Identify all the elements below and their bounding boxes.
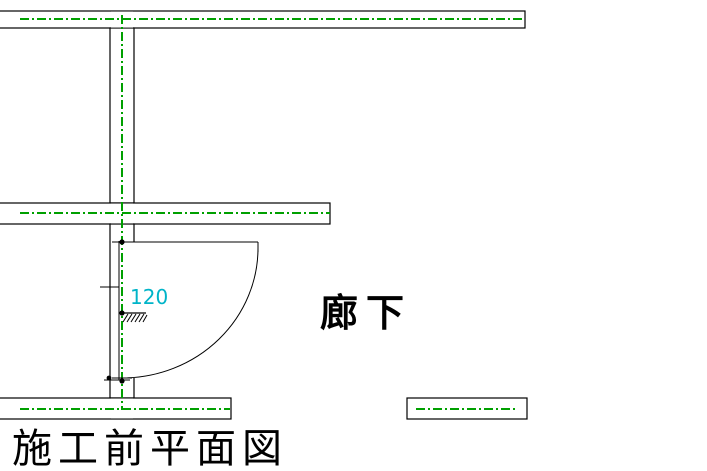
drawing-title: 施工前平面図 xyxy=(12,426,288,471)
door-swing-arc xyxy=(123,247,259,379)
joint-dot-bottom xyxy=(119,378,125,384)
hatch-mark xyxy=(122,312,148,323)
joint-dot-top xyxy=(119,239,125,245)
joint-dot-bottom-left xyxy=(106,375,112,381)
dimension-label: 120 xyxy=(130,285,168,309)
room-label: 廊下 xyxy=(320,291,412,335)
door-opening xyxy=(133,242,136,378)
